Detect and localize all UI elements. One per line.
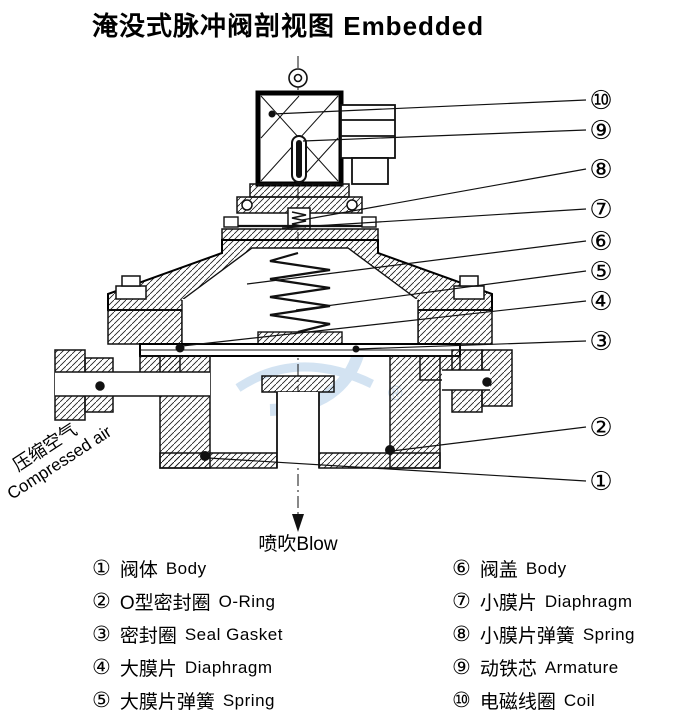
legend-num: ⑦ xyxy=(452,590,471,613)
seal-gasket-dot xyxy=(352,345,360,353)
legend-zh: 电磁线圈 xyxy=(479,692,556,713)
callout-3: ③ xyxy=(589,326,612,356)
callout-8: ⑧ xyxy=(589,154,612,184)
diaphragm-seal-dot xyxy=(175,343,185,353)
legend-num: ⑧ xyxy=(452,623,471,646)
legend-item-5: ⑤ 大膜片弹簧 Spring xyxy=(92,684,422,717)
legend-zh: 阀体 xyxy=(119,560,158,581)
spring-retainer xyxy=(257,331,343,345)
legend-num: ⑥ xyxy=(452,557,471,580)
outlet-tube xyxy=(261,375,335,468)
armature xyxy=(291,135,307,183)
legend-item-10: ⑩ 电磁线圈 Coil xyxy=(452,684,635,717)
legend-right-column: ⑥ 阀盖 Body ⑦ 小膜片 Diaphragm ⑧ 小膜片弹簧 Spring… xyxy=(452,552,635,717)
legend-zh: 动铁芯 xyxy=(479,659,537,680)
right-port xyxy=(442,349,513,413)
compressed-air-label: 压缩空气 Compressed air xyxy=(4,419,115,503)
port-oring-dot xyxy=(482,377,492,387)
air-inlet xyxy=(54,349,210,421)
legend-num: ① xyxy=(92,557,111,580)
callout-9: ⑨ xyxy=(589,115,612,145)
page-title: 淹没式脉冲阀剖视图 Embedded xyxy=(92,11,485,41)
large-diaphragm xyxy=(139,343,461,357)
callout-2: ② xyxy=(589,412,612,442)
legend-en: Diaphragm xyxy=(544,591,633,611)
small-spring xyxy=(291,211,307,228)
legend-num: ④ xyxy=(92,656,111,679)
legend-item-6: ⑥ 阀盖 Body xyxy=(452,552,635,585)
legend-zh: 大膜片 xyxy=(119,659,177,680)
legend-left-column: ① 阀体 Body ② O型密封圈 O-Ring ③ 密封圈 Seal Gask… xyxy=(92,552,422,717)
leader-lines xyxy=(181,99,587,482)
legend-en: Seal Gasket xyxy=(184,624,283,644)
legend-en: Armature xyxy=(544,657,619,677)
legend-zh: O型密封圈 xyxy=(119,593,211,614)
legend-item-3: ③ 密封圈 Seal Gasket xyxy=(92,618,422,651)
blow-arrow-icon xyxy=(292,514,304,532)
legend-item-8: ⑧ 小膜片弹簧 Spring xyxy=(452,618,635,651)
legend-num: ⑨ xyxy=(452,656,471,679)
legend-num: ③ xyxy=(92,623,111,646)
legend-num: ⑩ xyxy=(452,689,471,712)
legend-zh: 小膜片弹簧 xyxy=(479,626,575,647)
legend-item-7: ⑦ 小膜片 Diaphragm xyxy=(452,585,635,618)
legend-en: Coil xyxy=(563,690,596,710)
legend-zh: 小膜片 xyxy=(479,593,537,614)
legend-en: O-Ring xyxy=(218,591,276,611)
legend-zh: 大膜片弹簧 xyxy=(119,692,215,713)
callout-6: ⑥ xyxy=(589,226,612,256)
legend-item-2: ② O型密封圈 O-Ring xyxy=(92,585,422,618)
inlet-oring-dot xyxy=(95,381,105,391)
callout-7: ⑦ xyxy=(589,194,612,224)
legend-en: Spring xyxy=(582,624,635,644)
legend-zh: 阀盖 xyxy=(479,560,518,581)
callout-1: ① xyxy=(589,466,612,496)
blow-label: 喷吹Blow xyxy=(258,533,337,553)
main-spring xyxy=(269,251,331,334)
callout-4: ④ xyxy=(589,286,612,316)
legend-en: Spring xyxy=(222,690,275,710)
callout-5: ⑤ xyxy=(589,256,612,286)
valve-cross-section-diagram: ® xyxy=(4,56,613,553)
legend-zh: 密封圈 xyxy=(119,626,177,647)
legend-en: Body xyxy=(525,558,567,578)
oring-dot-right xyxy=(385,445,395,455)
flange-bolts xyxy=(115,275,485,300)
callout-numbers: ⑩ ⑨ ⑧ ⑦ ⑥ ⑤ ④ ③ ② ① xyxy=(589,85,612,496)
coil-marker-dot xyxy=(268,110,276,118)
oring-dots xyxy=(200,445,395,461)
legend-item-4: ④ 大膜片 Diaphragm xyxy=(92,651,422,684)
legend-item-1: ① 阀体 Body xyxy=(92,552,422,585)
oring-dot-left xyxy=(200,451,210,461)
legend-num: ② xyxy=(92,590,111,613)
callout-10: ⑩ xyxy=(589,85,612,115)
legend-num: ⑤ xyxy=(92,689,111,712)
connector xyxy=(340,104,396,185)
top-stud xyxy=(288,68,308,88)
legend-en: Diaphragm xyxy=(184,657,273,677)
legend-en: Body xyxy=(165,558,207,578)
legend: ① 阀体 Body ② O型密封圈 O-Ring ③ 密封圈 Seal Gask… xyxy=(0,552,685,717)
legend-item-9: ⑨ 动铁芯 Armature xyxy=(452,651,635,684)
